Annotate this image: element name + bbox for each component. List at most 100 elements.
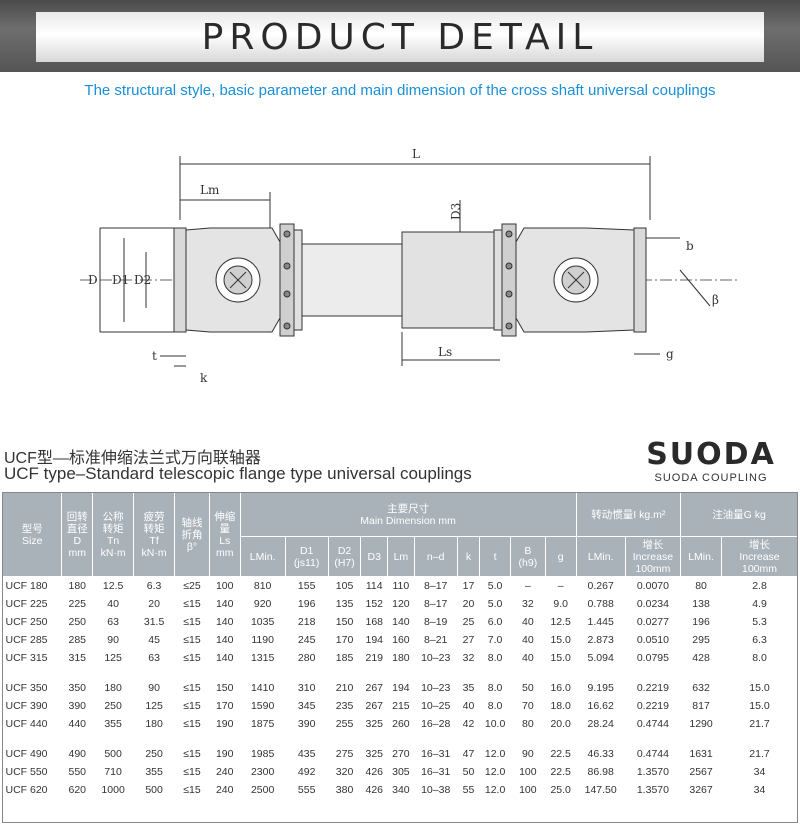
table-cell: 1985 [250, 747, 275, 760]
table-cell: 47 [462, 747, 475, 760]
table-cell: 180 [145, 717, 163, 730]
table-cell: 325 [365, 717, 384, 730]
table-cell: 12.0 [484, 747, 506, 760]
table-cell: 1000 [101, 783, 125, 796]
table-cell: 194 [365, 633, 384, 646]
table-cell: 250 [104, 699, 122, 712]
table-cell: 7.0 [487, 633, 503, 646]
table-cell: UCF 550 [5, 765, 48, 778]
col-inertia-lmin: LMin. [575, 536, 626, 577]
table-cell: 138 [692, 597, 710, 610]
table-cell: 267 [365, 681, 384, 694]
table-cell: 0.2219 [636, 681, 669, 694]
table-cell: 8.0 [487, 681, 503, 694]
table-cell: ≤15 [183, 597, 201, 610]
table-cell: 440 [68, 717, 87, 730]
table-cell: 100 [215, 579, 234, 592]
col-lmin: LMin. [239, 536, 286, 577]
table-cell: 32 [462, 651, 475, 664]
table-cell: 90 [148, 681, 160, 694]
table-cell: 2.873 [587, 633, 614, 646]
table-cell: 100 [519, 783, 537, 796]
table-cell: 140 [215, 633, 234, 646]
dim-label-beta: β [712, 293, 719, 307]
col-grease-lmin: LMin. [680, 536, 723, 577]
table-cell: 140 [392, 615, 410, 628]
table-cell: ≤15 [183, 681, 201, 694]
table-cell: 280 [297, 651, 316, 664]
table-cell: 31.5 [143, 615, 165, 628]
table-cell: 120 [392, 597, 410, 610]
table-cell: ≤15 [183, 615, 201, 628]
table-cell: 16–31 [421, 765, 451, 778]
table-cell: 45 [148, 633, 160, 646]
table-cell: 325 [365, 747, 384, 760]
table-cell: 1875 [250, 717, 275, 730]
dim-label-g: g [666, 347, 674, 361]
table-cell: ≤15 [183, 699, 201, 712]
banner-plate: PRODUCT DETAIL [36, 12, 764, 62]
table-cell: 0.0795 [636, 651, 669, 664]
col-d2: D2(H7) [327, 536, 362, 577]
table-cell: 15.0 [749, 681, 770, 694]
table-cell: 235 [335, 699, 354, 712]
table-cell: 46.33 [587, 747, 614, 760]
table-cell: 215 [392, 699, 410, 712]
table-cell: 10–23 [421, 651, 451, 664]
table-cell: 275 [335, 747, 354, 760]
table-cell: 16–28 [421, 717, 451, 730]
dim-label-D3: D3 [449, 203, 463, 220]
table-cell: 40 [522, 651, 534, 664]
table-cell: 110 [392, 579, 410, 592]
table-cell: 180 [392, 651, 410, 664]
table-cell: 32 [522, 597, 534, 610]
table-cell: 12.0 [484, 765, 506, 778]
dim-label-D1: D1 [112, 273, 129, 287]
table-cell: 8.0 [752, 651, 767, 664]
table-cell: 0.4744 [636, 717, 669, 730]
table-cell: 2500 [250, 783, 275, 796]
logo-wordmark: SUODA [646, 437, 776, 472]
table-cell: 1290 [689, 717, 713, 730]
table-cell: 125 [145, 699, 163, 712]
table-cell: 8–19 [424, 615, 448, 628]
table-cell: 920 [253, 597, 272, 610]
table-cell: 28.24 [587, 717, 614, 730]
table-cell: 40 [522, 615, 534, 628]
table-cell: 155 [297, 579, 316, 592]
table-cell: UCF 440 [5, 717, 48, 730]
col-grease: 注油量G kg [680, 492, 798, 537]
table-cell: 22.5 [550, 765, 571, 778]
col-nd: n–d [413, 536, 458, 577]
table-cell: UCF 250 [5, 615, 48, 628]
table-cell: 0.2219 [636, 699, 669, 712]
table-cell: 114 [365, 579, 383, 592]
table-cell: 3267 [689, 783, 713, 796]
table-cell: 6.0 [487, 615, 503, 628]
table-cell: ≤15 [183, 783, 201, 796]
table-cell: 6.3 [146, 579, 162, 592]
table-cell: 90 [107, 633, 119, 646]
table-cell: 380 [335, 783, 354, 796]
table-cell: 2567 [689, 765, 713, 778]
table-cell: 500 [104, 747, 122, 760]
col-k: k [456, 536, 481, 577]
table-cell: 355 [145, 765, 163, 778]
table-cell: 817 [692, 699, 710, 712]
table-cell: 12.0 [484, 783, 506, 796]
table-cell: UCF 490 [5, 747, 48, 760]
table-cell: 25 [462, 615, 475, 628]
col-b: B(h9) [509, 536, 546, 577]
col-d3: D3 [360, 536, 389, 577]
table-cell: 15.0 [550, 651, 571, 664]
table-cell: 390 [297, 717, 316, 730]
